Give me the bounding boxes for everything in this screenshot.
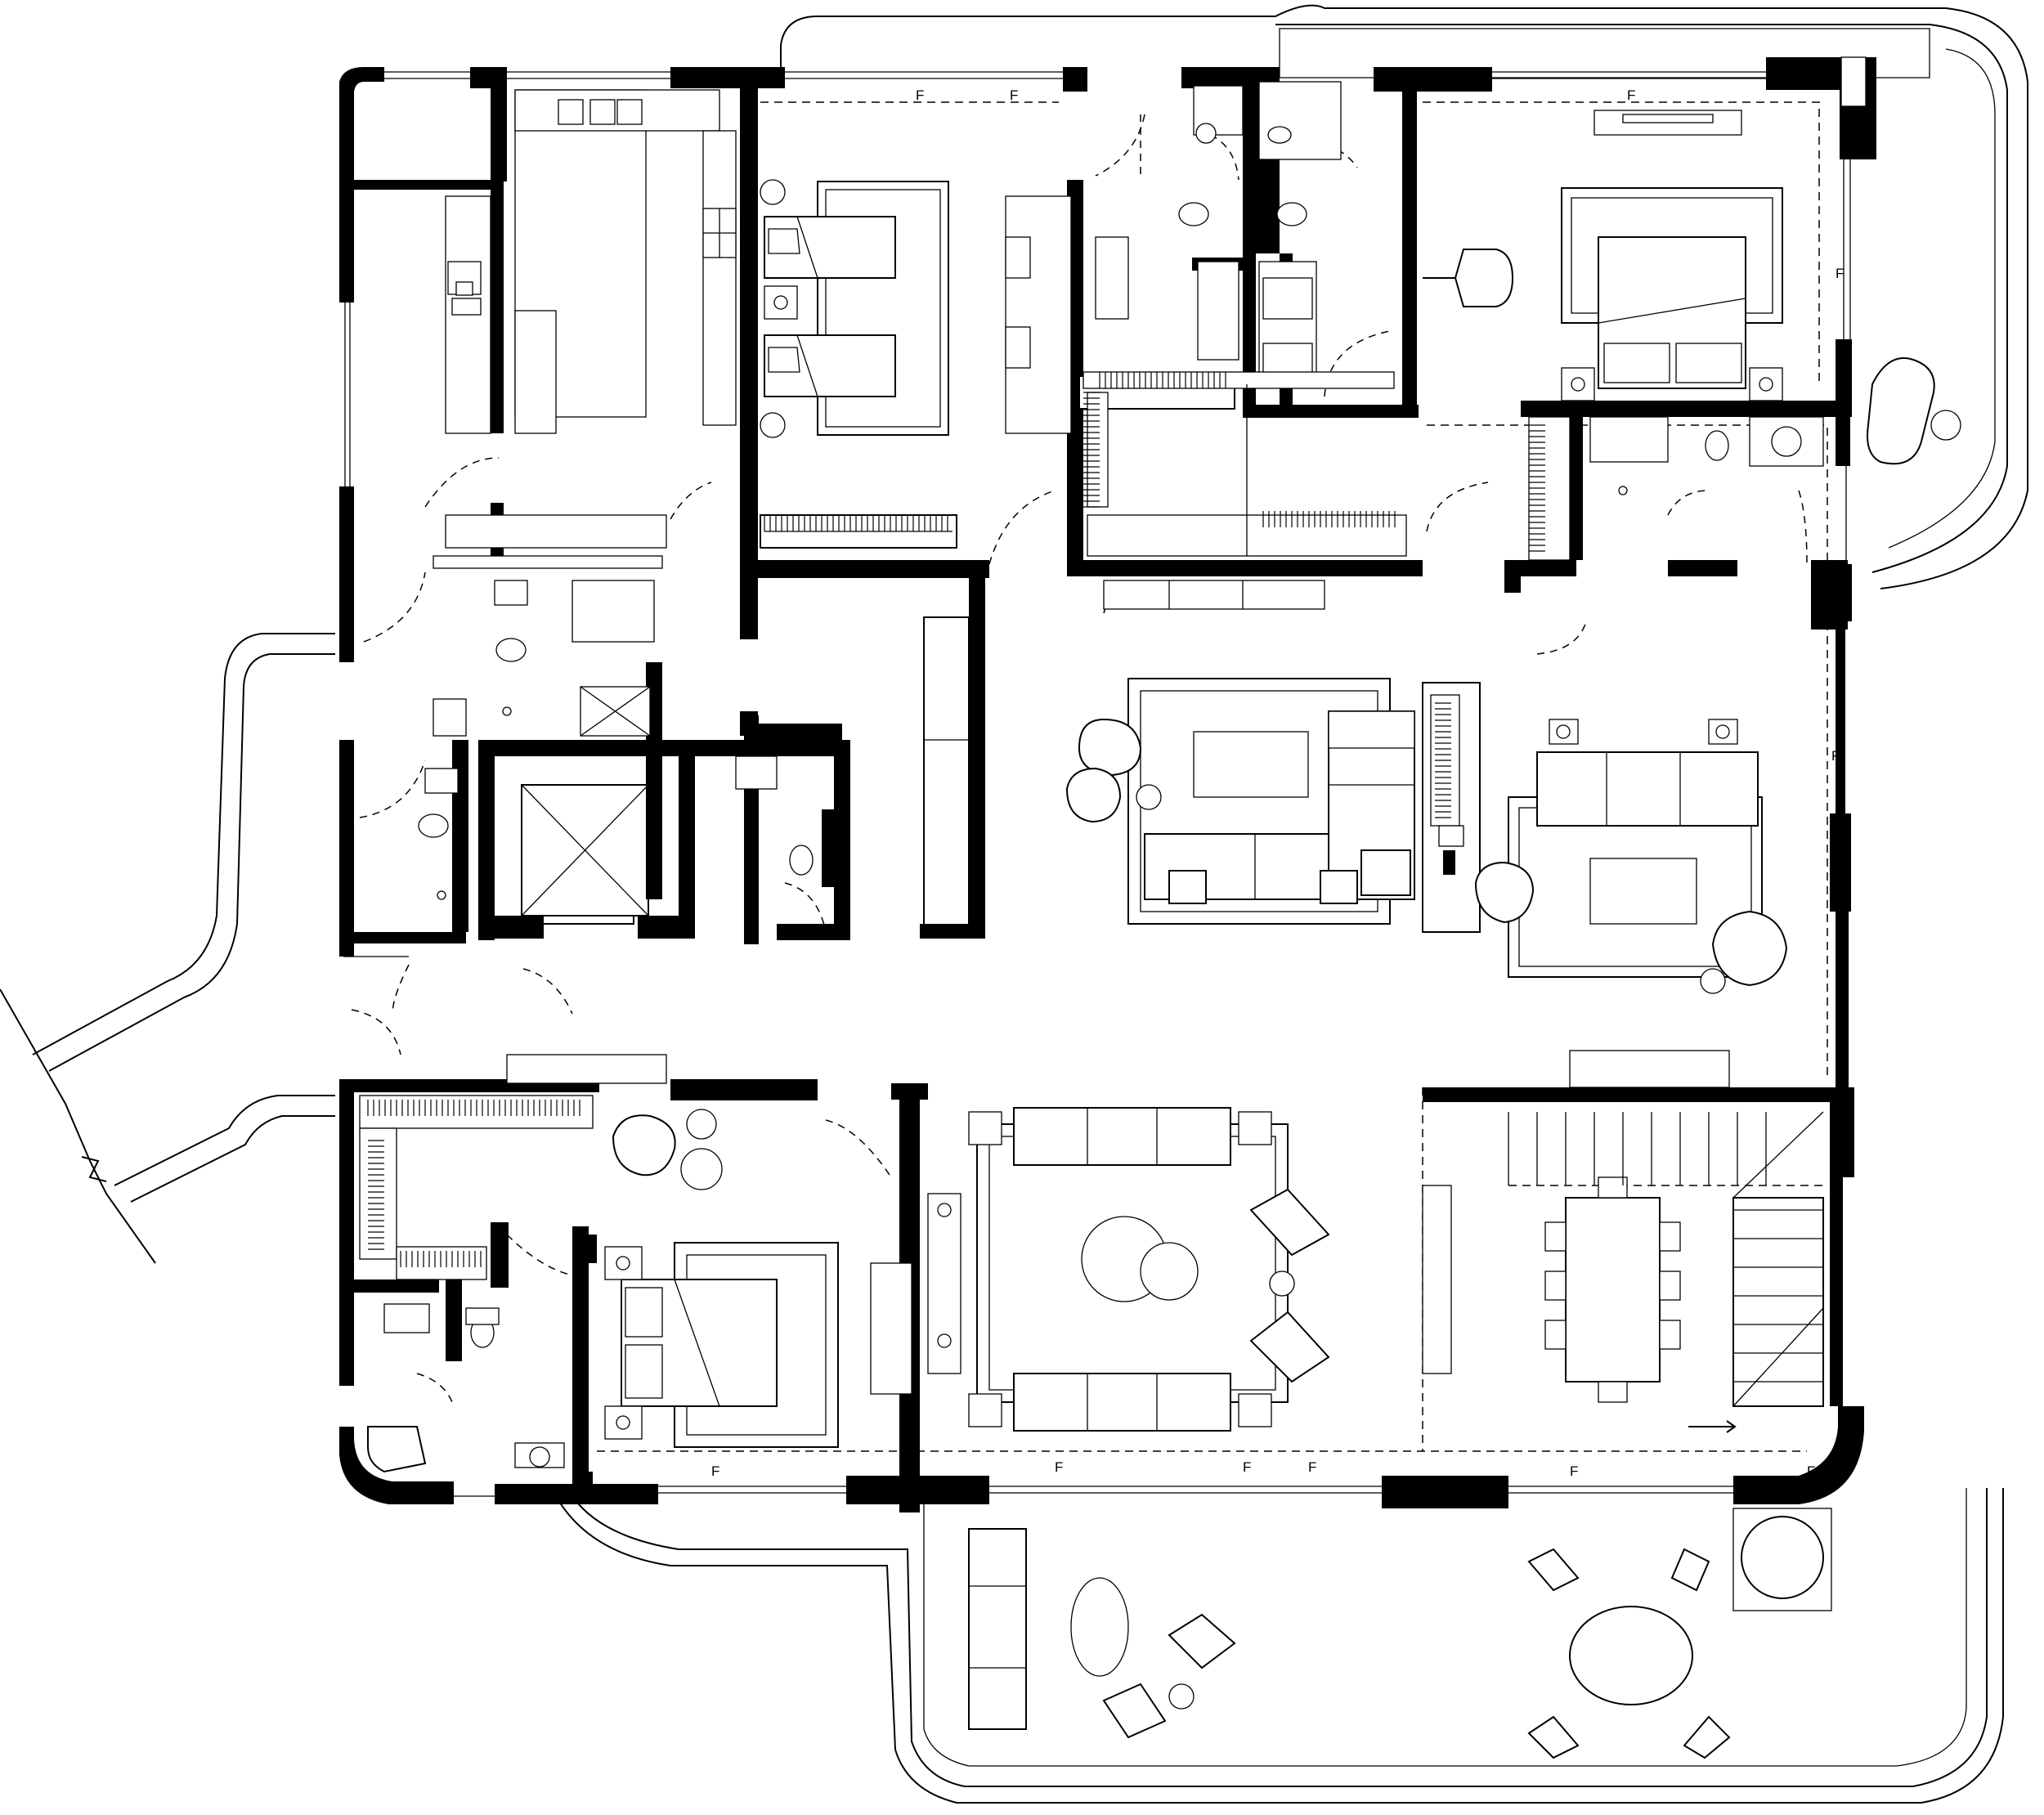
main-living-room	[506, 1054, 1330, 1432]
closet-rails	[367, 372, 1545, 1267]
entry-ramps	[0, 633, 335, 1264]
fixed-panel-mark: F	[1243, 1459, 1251, 1475]
fixed-panel-mark: F	[1831, 748, 1840, 764]
family-room	[1065, 678, 1481, 933]
fixed-panel-mark: F	[1836, 887, 1844, 903]
service-wc	[418, 580, 655, 900]
kitchen	[433, 89, 737, 569]
fixed-panel-mark: F	[1570, 1463, 1578, 1479]
terrace-lounge	[968, 1528, 1236, 1739]
bedroom-twin	[760, 179, 1072, 549]
elevator-core	[521, 616, 970, 933]
fixed-panel-mark: F	[916, 87, 924, 103]
fixed-panel-mark: F	[1010, 87, 1018, 103]
fixed-panel-mark: F	[1308, 1459, 1316, 1475]
fixed-panel-mark: F	[1831, 1337, 1840, 1352]
bedroom-lower	[359, 1095, 839, 1473]
master-bedroom-top	[1423, 56, 1867, 401]
living-room-right	[1474, 719, 1788, 1088]
terrace-dining	[1527, 1508, 1832, 1759]
bath-suite-center	[1078, 81, 1407, 610]
fixed-panel-mark: F	[711, 1463, 719, 1479]
fixed-panel-mark: F	[1807, 1463, 1815, 1479]
fixed-panel-marks: F F F F F F F F F F F F F F	[711, 87, 1844, 1479]
window-lines	[343, 71, 1851, 1497]
fixed-panel-mark: F	[1055, 1459, 1063, 1475]
walls	[339, 57, 1876, 1512]
fixed-panel-mark: F	[1836, 266, 1844, 281]
terrace-outlines	[555, 4, 2028, 1804]
fixed-panel-mark: F	[1627, 87, 1635, 103]
dining-stairs	[1422, 1111, 1824, 1433]
master-bath-top	[1528, 357, 1961, 561]
arrow-right-icon	[1688, 1420, 1737, 1433]
fixed-panel-mark: F	[1831, 1230, 1840, 1246]
